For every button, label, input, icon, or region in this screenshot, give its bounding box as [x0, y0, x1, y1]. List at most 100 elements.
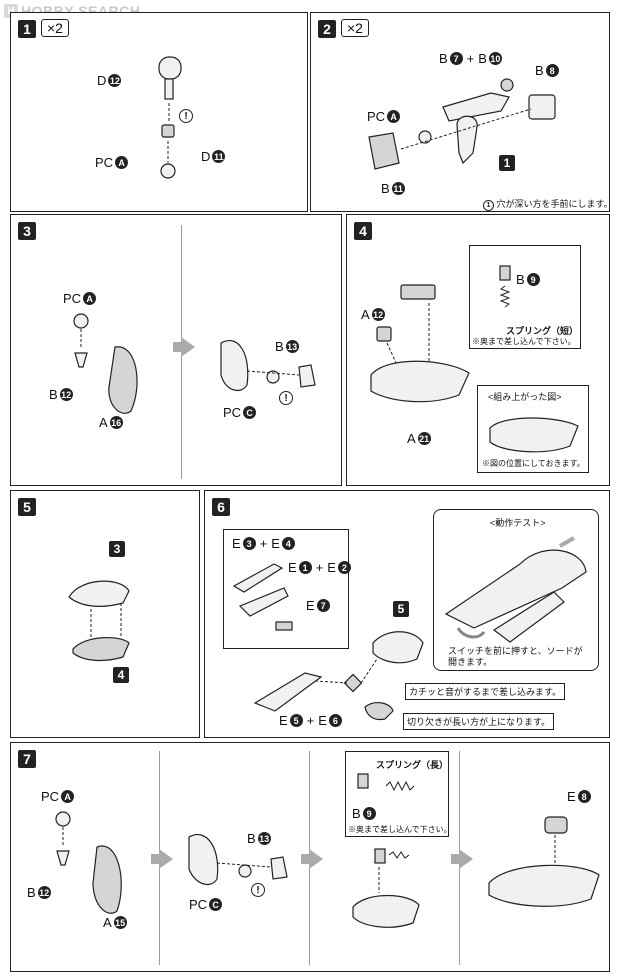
part-number-badge: 9 [526, 273, 540, 286]
step-4-drawing [370, 284, 470, 403]
step-number: 4 [354, 222, 372, 240]
spring-note: ※奥まで差し込んで下さい。 [472, 337, 576, 346]
step-7-drawing-4 [488, 816, 600, 907]
step-number: 7 [18, 750, 36, 768]
part-number-badge: 12 [371, 308, 385, 321]
part-letter: B [478, 51, 487, 66]
multiplier: ×2 [341, 19, 369, 37]
step-number: 6 [212, 498, 230, 516]
part-number-badge: 11 [391, 182, 405, 195]
part-number-badge: 9 [362, 807, 376, 820]
spring-note: ※奥まで差し込んで下さい。 [348, 825, 452, 834]
part-letter: B [516, 272, 525, 287]
assembled-note: ※図の位置にしておきます。 [482, 459, 585, 468]
step-ref-1: 1 [499, 155, 515, 171]
part-letter: E [318, 713, 327, 728]
test-note: スイッチを前に押すと、ソードが開きます。 [448, 646, 583, 667]
step-5-panel: 5 3 4 [10, 490, 200, 738]
click-note: カチッと音がするまで差し込みます。 [405, 683, 566, 700]
part-letter: E [288, 560, 297, 575]
notch-note: 切り欠きが長い方が上になります。 [403, 713, 555, 730]
part-letter: A [407, 431, 416, 446]
step-ref-4: 4 [113, 667, 129, 683]
part-letter: B [49, 387, 58, 402]
part-number-badge: 1 [298, 561, 312, 574]
plus-sign: + [315, 560, 324, 575]
step-6-drawing [253, 631, 424, 721]
assembled-title: <組み上がった図> [488, 392, 562, 402]
part-number-badge: A [83, 292, 97, 305]
step-7-drawing-2 [188, 834, 288, 886]
part-number-badge: A [61, 790, 75, 803]
note-number: 1 [483, 200, 494, 211]
part-number-badge: 6 [328, 714, 342, 727]
part-letter: B [27, 885, 36, 900]
test-title: <動作テスト> [490, 518, 546, 528]
part-letter: PC [367, 109, 386, 124]
plus-sign: + [306, 713, 315, 728]
step-2-drawing [368, 78, 556, 170]
step-number: 2 [318, 20, 336, 38]
part-number-badge: C [209, 898, 223, 911]
blade-drawing [232, 563, 293, 631]
note-text: 穴が深い方を手前にします。 [496, 199, 613, 209]
plus-sign: + [259, 536, 268, 551]
part-letter: A [103, 915, 112, 930]
part-number-badge: 12 [59, 388, 73, 401]
part-letter: D [201, 149, 211, 164]
spring-label: スプリング（長） [376, 760, 449, 770]
caution-icon: ! [179, 109, 193, 123]
part-number-badge: C [243, 406, 257, 419]
part-letter: PC [41, 789, 60, 804]
part-letter: E [327, 560, 336, 575]
part-number-badge: 12 [108, 74, 122, 87]
part-number-badge: 16 [109, 416, 123, 429]
step-number: 1 [18, 20, 36, 38]
plus-sign: + [466, 51, 475, 66]
step-1-drawing [158, 56, 182, 179]
part-letter: D [97, 73, 107, 88]
part-number-badge: 5 [289, 714, 303, 727]
part-letter: B [247, 831, 256, 846]
step-number: 5 [18, 498, 36, 516]
part-number-badge: 3 [242, 537, 256, 550]
part-number-badge: 11 [212, 150, 226, 163]
spring-drawing [499, 265, 511, 308]
part-letter: B [275, 339, 284, 354]
test-drawing [444, 536, 587, 643]
flow-arrow-tail [151, 854, 159, 864]
part-number-badge: A [387, 110, 401, 123]
part-number-badge: 8 [577, 790, 591, 803]
part-number-badge: 4 [281, 537, 295, 550]
part-number-badge: 13 [285, 340, 299, 353]
spring-drawing [357, 773, 415, 792]
step-7-drawing-1 [55, 811, 122, 914]
flow-arrow-icon [181, 337, 195, 357]
step-number: 3 [18, 222, 36, 240]
part-letter: A [361, 307, 370, 322]
part-letter: PC [63, 291, 82, 306]
assembled-inset: <組み上がった図> ※図の位置にしておきます。 [477, 385, 589, 473]
part-letter: B [535, 63, 544, 78]
flow-arrow-tail [173, 342, 181, 352]
part-number-badge: 15 [113, 916, 127, 929]
